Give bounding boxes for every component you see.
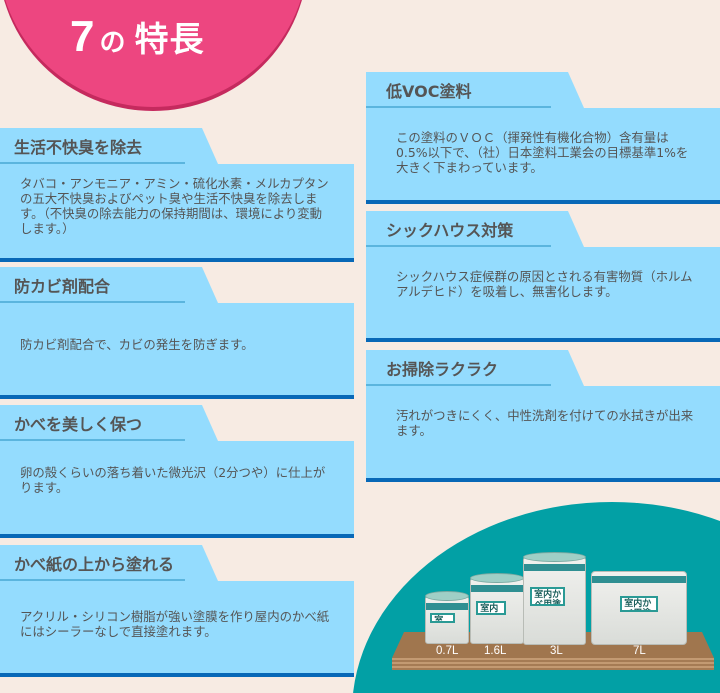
title-text: 特長 xyxy=(134,20,205,60)
size-label: 7L xyxy=(633,645,646,657)
can-label: 室内かべ用塗料 xyxy=(530,587,566,607)
feature-text: 防カビ剤配合で、カビの発生を防ぎます。 xyxy=(20,337,254,352)
feature-text: タバコ・アンモニア・アミン・硫化水素・メルカプタンの五大不快臭およびペット臭や生… xyxy=(20,176,329,236)
paint-can-7l: 室内かべ用塗料 xyxy=(591,571,687,645)
size-label: 0.7L xyxy=(436,645,459,657)
feature-title: かべ紙の上から塗れる xyxy=(14,555,175,574)
can-label: 室内かべ用塗料 xyxy=(430,612,455,623)
feature-title: 生活不快臭を除去 xyxy=(14,138,143,157)
page-title: 7 の 特長 xyxy=(70,12,205,62)
feature-title: 防カビ剤配合 xyxy=(14,277,111,296)
paint-can-0-7l: 室内かべ用塗料 xyxy=(425,591,469,644)
feature-card-antimold: 防カビ剤配合 防カビ剤配合で、カビの発生を防ぎます。 xyxy=(0,267,354,399)
feature-card-cleaning: お掃除ラクラク 汚れがつきにくく、中性洗剤を付けての水拭きが出来ます。 xyxy=(360,350,720,482)
feature-title: 低VOC塗料 xyxy=(386,82,472,101)
feature-card-sick-house: シックハウス対策 シックハウス症候群の原因とされる有害物質（ホルムアルデヒド）を… xyxy=(360,211,720,342)
feature-title: シックハウス対策 xyxy=(386,221,514,240)
can-label: 室内かべ用塗料 xyxy=(620,596,658,613)
feature-title: お掃除ラクラク xyxy=(386,360,499,379)
feature-title: かべを美しく保つ xyxy=(14,415,143,434)
can-label: 室内かべ用塗料 xyxy=(476,600,507,615)
paint-can-3l: 室内かべ用塗料 xyxy=(523,552,586,645)
feature-text: シックハウス症候群の原因とされる有害物質（ホルムアルデヒド）を吸着し、無害化しま… xyxy=(396,269,693,299)
feature-text: アクリル・シリコン樹脂が強い塗膜を作り屋内のかべ紙にはシーラーなしで直接塗れます… xyxy=(20,609,330,639)
paint-can-1-6l: 室内かべ用塗料 xyxy=(470,573,524,644)
feature-text: この塗料のＶＯＣ（揮発性有機化合物）含有量は0.5%以下で、（社）日本塗料工業会… xyxy=(396,130,689,175)
size-label: 3L xyxy=(550,645,563,657)
feature-card-low-voc: 低VOC塗料 この塗料のＶＯＣ（揮発性有機化合物）含有量は0.5%以下で、（社）… xyxy=(360,72,720,204)
feature-card-finish: かべを美しく保つ 卵の殻くらいの落ち着いた微光沢（2分つや）に仕上がります。 xyxy=(0,405,354,538)
feature-text: 卵の殻くらいの落ち着いた微光沢（2分つや）に仕上がります。 xyxy=(20,465,326,495)
shelf-edge xyxy=(392,658,714,670)
title-particle: の xyxy=(99,28,127,58)
feature-text: 汚れがつきにくく、中性洗剤を付けての水拭きが出来ます。 xyxy=(396,408,694,438)
size-label: 1.6L xyxy=(484,645,507,657)
feature-count: 7 xyxy=(70,12,96,61)
feature-card-wallpaper: かべ紙の上から塗れる アクリル・シリコン樹脂が強い塗膜を作り屋内のかべ紙にはシー… xyxy=(0,545,354,677)
feature-card-odor: 生活不快臭を除去 タバコ・アンモニア・アミン・硫化水素・メルカプタンの五大不快臭… xyxy=(0,128,354,262)
